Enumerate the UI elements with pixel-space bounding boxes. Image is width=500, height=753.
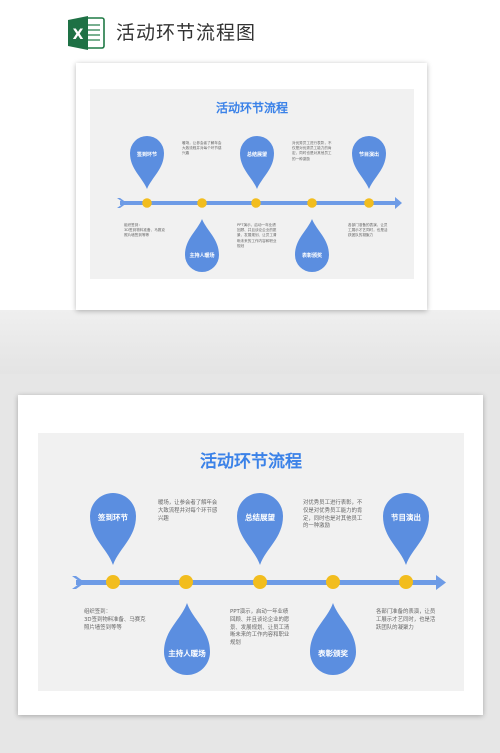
desc-line: 对优秀员工进行表彰，不: [303, 500, 363, 506]
desc-line: 暖场，让参会者了解年会: [158, 500, 218, 506]
desc-line: 回顾、并且谈论企业的愿: [230, 616, 290, 623]
pin-signin: [90, 493, 136, 565]
desc-line: 兴趣: [158, 515, 169, 522]
desc-line: 仅是对优秀员工能力的肯: [303, 507, 363, 514]
pin-label-show: 节目演出: [391, 513, 421, 522]
desc-line: PPT演示，启动一年业绩: [237, 223, 276, 227]
desc-line: 大致流程并对每个环节感: [158, 507, 218, 514]
pin-award: [310, 603, 356, 675]
desc-line: 跃团队的凝聚力: [348, 233, 374, 238]
desc-line: 景、发展规划、让员工清: [230, 624, 290, 631]
timeline-dots: [142, 198, 374, 208]
desc-line: 大致流程并对每个环节感: [182, 146, 222, 151]
pin-label-summary: 总结展望: [246, 152, 268, 158]
desc-line: 回顾、并且谈论企业的愿: [237, 228, 277, 233]
desc-line: 工展示才艺同时，也是活: [348, 228, 388, 233]
pin-label-show: 节目演出: [358, 152, 380, 158]
desc-line: 暖场，让参会者了解年会: [182, 141, 222, 145]
pin-label-host: 主持人暖场: [189, 253, 215, 259]
desc-award: 对优秀员工进行表彰，不 仅是对优秀员工能力的肯 定，同时也是对其他员工 的一种激…: [303, 500, 362, 531]
desc-line: 的一种激励: [303, 523, 330, 530]
desc-host: 暖场，让参会者了解年会 大致流程并对每个环节感 兴趣: [182, 141, 222, 157]
pin-label-signin: 签到环节: [98, 513, 128, 522]
pin-host: [164, 603, 210, 675]
preview-sheet-large: 活动环节流程 签到环节 总结展望 节目演出 主持人暖场 表彰颁奖 暖场，让参会者…: [18, 395, 483, 715]
desc-line: 跃团队的凝聚力: [376, 624, 414, 631]
pin-label-summary: 总结展望: [245, 513, 275, 522]
slide-title: 活动环节流程: [200, 452, 302, 472]
pin-award: [295, 219, 329, 272]
desc-line: 照片墙签到等等: [84, 624, 122, 631]
pin-summary: [240, 136, 274, 189]
desc-line: 景、发展规划、让员工清: [237, 233, 277, 238]
desc-line: 组织签到：: [84, 609, 111, 615]
timeline-dots: [106, 575, 413, 589]
desc-line: 各部门准备的表演，让员: [348, 223, 388, 227]
desc-line: 规划: [237, 243, 245, 248]
desc-award: 对优秀员工进行表彰，不 仅是对优秀员工能力的肯 定，同时也是对其他员工 的一种激…: [292, 141, 332, 162]
desc-line: 3D签到物料准备、马赛克: [84, 616, 146, 623]
pin-label-host: 主持人暖场: [168, 649, 206, 658]
pin-label-award: 表彰颁奖: [318, 649, 348, 658]
page-header: X 活动环节流程图: [0, 0, 500, 62]
desc-line: 兴趣: [182, 151, 190, 156]
pin-signin: [130, 135, 164, 189]
desc-line: 定，同时也是对其他员工: [292, 151, 332, 156]
flow-slide-large: 活动环节流程 签到环节 总结展望 节目演出 主持人暖场 表彰颁奖 暖场，让参会者…: [38, 433, 464, 691]
desc-line: 照片墙签到等等: [124, 233, 150, 238]
desc-line: 3D签到物料准备、马赛克: [124, 228, 165, 233]
desc-line: 对优秀员工进行表彰，不: [292, 141, 332, 145]
pin-show: [383, 493, 429, 565]
desc-line: 各部门准备的表演，让员: [376, 609, 436, 615]
desc-line: 晰未来的工作内容和职业: [230, 632, 290, 639]
desc-show: 各部门准备的表演，让员 工展示才艺同时，也是活 跃团队的凝聚力: [376, 609, 435, 632]
svg-text:X: X: [73, 27, 84, 43]
separator-band: [0, 310, 500, 374]
flow-graphic-large: [72, 493, 446, 675]
desc-signin: 组织签到： 3D签到物料准备、马赛克 照片墙签到等等: [84, 609, 146, 632]
desc-line: 工展示才艺同时，也是活: [376, 616, 436, 623]
pin-show: [351, 135, 386, 189]
desc-host: 暖场，让参会者了解年会 大致流程并对每个环节感 兴趣: [158, 500, 217, 523]
excel-icon: X: [68, 16, 105, 50]
desc-line: 规划: [230, 640, 241, 647]
desc-line: 组织签到：: [124, 223, 142, 227]
desc-line: 的一种激励: [292, 156, 310, 161]
desc-signin: 组织签到： 3D签到物料准备、马赛克 照片墙签到等等: [124, 223, 165, 239]
desc-line: PPT演示，启动一年业绩: [230, 609, 289, 615]
pin-host: [185, 219, 219, 272]
pin-label-signin: 签到环节: [136, 152, 158, 158]
pin-summary: [237, 493, 283, 565]
preview-sheet-small: 活动环节流程 签到环节 总结展望 节目演出 主持人暖场 表彰颁奖 暖场，让参会者…: [76, 63, 427, 310]
desc-line: 定，同时也是对其他员工: [303, 515, 363, 522]
pin-label-award: 表彰颁奖: [301, 253, 323, 259]
desc-line: 仅是对优秀员工能力的肯: [292, 146, 332, 151]
slide-title: 活动环节流程: [215, 101, 288, 115]
desc-summary: PPT演示，启动一年业绩 回顾、并且谈论企业的愿 景、发展规划、让员工清 晰未来…: [230, 609, 289, 648]
desc-line: 晰未来的工作内容和职业: [237, 238, 277, 243]
flow-slide-small: 活动环节流程 签到环节 总结展望 节目演出 主持人暖场 表彰颁奖 暖场，让参会者…: [90, 89, 414, 279]
desc-summary: PPT演示，启动一年业绩 回顾、并且谈论企业的愿 景、发展规划、让员工清 晰未来…: [237, 223, 277, 249]
flow-graphic-small: [117, 135, 402, 272]
desc-show: 各部门准备的表演，让员 工展示才艺同时，也是活 跃团队的凝聚力: [348, 223, 388, 239]
page-title: 活动环节流程图: [116, 22, 257, 44]
